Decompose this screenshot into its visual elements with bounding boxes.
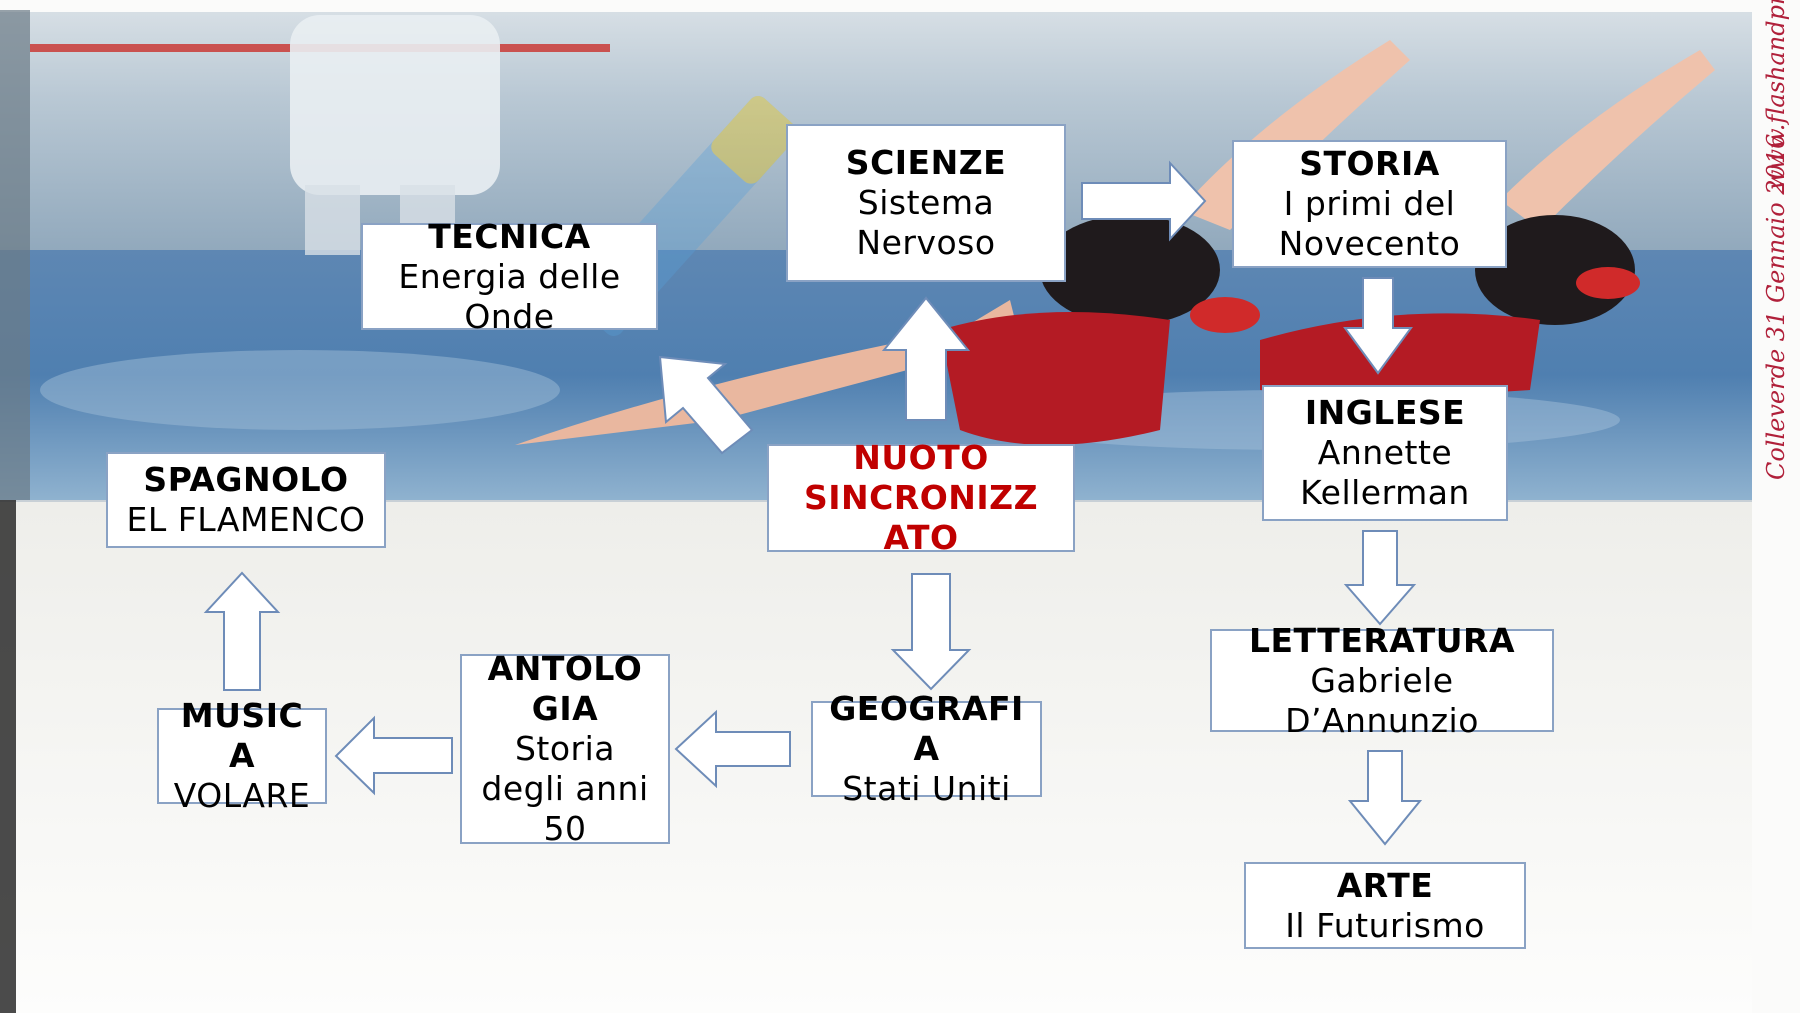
- node-inglese-title: INGLESE: [1305, 393, 1465, 433]
- node-scienze-line-2: Nervoso: [856, 223, 995, 263]
- node-musica-title-line-1: MUSIC: [181, 696, 303, 736]
- node-storia-title: STORIA: [1299, 144, 1440, 184]
- node-storia-line-2: Novecento: [1279, 224, 1461, 264]
- node-antologia-line-3: 50: [544, 809, 587, 849]
- node-letteratura-title: LETTERATURA: [1249, 621, 1515, 661]
- node-letteratura: LETTERATURA Gabriele D’Annunzio: [1210, 629, 1554, 732]
- node-geografia: GEOGRAFI A Stati Uniti: [811, 701, 1042, 797]
- node-tecnica: TECNICA Energia delle Onde: [361, 223, 658, 330]
- center-title-line-2: SINCRONIZZ: [804, 478, 1038, 518]
- node-spagnolo: SPAGNOLO EL FLAMENCO: [106, 452, 386, 548]
- node-arte-title: ARTE: [1337, 866, 1434, 906]
- node-geografia-line-1: Stati Uniti: [842, 769, 1011, 809]
- node-scienze-title: SCIENZE: [846, 143, 1006, 183]
- node-geografia-title-line-2: A: [913, 729, 939, 769]
- center-title-line-1: NUOTO: [853, 438, 989, 478]
- node-antologia-title-line-1: ANTOLO: [488, 649, 643, 689]
- node-letteratura-line-1: Gabriele: [1310, 661, 1453, 701]
- center-title-line-3: ATO: [883, 518, 958, 558]
- node-tecnica-title: TECNICA: [428, 217, 590, 257]
- side-text-date: Colleverde 31 Gennaio 2016: [1762, 134, 1790, 480]
- node-scienze-line-1: Sistema: [858, 183, 994, 223]
- node-musica-line-1: VOLARE: [174, 776, 310, 816]
- node-center-nuoto-sincronizzato: NUOTO SINCRONIZZ ATO: [767, 444, 1075, 552]
- node-antologia-line-2: degli anni: [481, 769, 648, 809]
- node-storia-line-1: I primi del: [1284, 184, 1456, 224]
- node-geografia-title-line-1: GEOGRAFI: [829, 689, 1024, 729]
- node-scienze: SCIENZE Sistema Nervoso: [786, 124, 1066, 282]
- node-inglese-line-2: Kellerman: [1300, 473, 1470, 513]
- node-inglese: INGLESE Annette Kellerman: [1262, 385, 1508, 521]
- node-antologia-title-line-2: GIA: [532, 689, 598, 729]
- node-antologia: ANTOLO GIA Storia degli anni 50: [460, 654, 670, 844]
- node-musica: MUSIC A VOLARE: [157, 708, 327, 804]
- node-tecnica-line-2: Onde: [464, 297, 554, 337]
- node-spagnolo-title: SPAGNOLO: [143, 460, 348, 500]
- node-storia: STORIA I primi del Novecento: [1232, 140, 1507, 268]
- node-antologia-line-1: Storia: [515, 729, 615, 769]
- node-letteratura-line-2: D’Annunzio: [1285, 701, 1479, 741]
- node-inglese-line-1: Annette: [1318, 433, 1452, 473]
- node-spagnolo-line-1: EL FLAMENCO: [127, 500, 366, 540]
- node-arte: ARTE Il Futurismo: [1244, 862, 1526, 949]
- node-tecnica-line-1: Energia delle: [398, 257, 620, 297]
- node-musica-title-line-2: A: [229, 736, 255, 776]
- node-arte-line-1: Il Futurismo: [1285, 906, 1485, 946]
